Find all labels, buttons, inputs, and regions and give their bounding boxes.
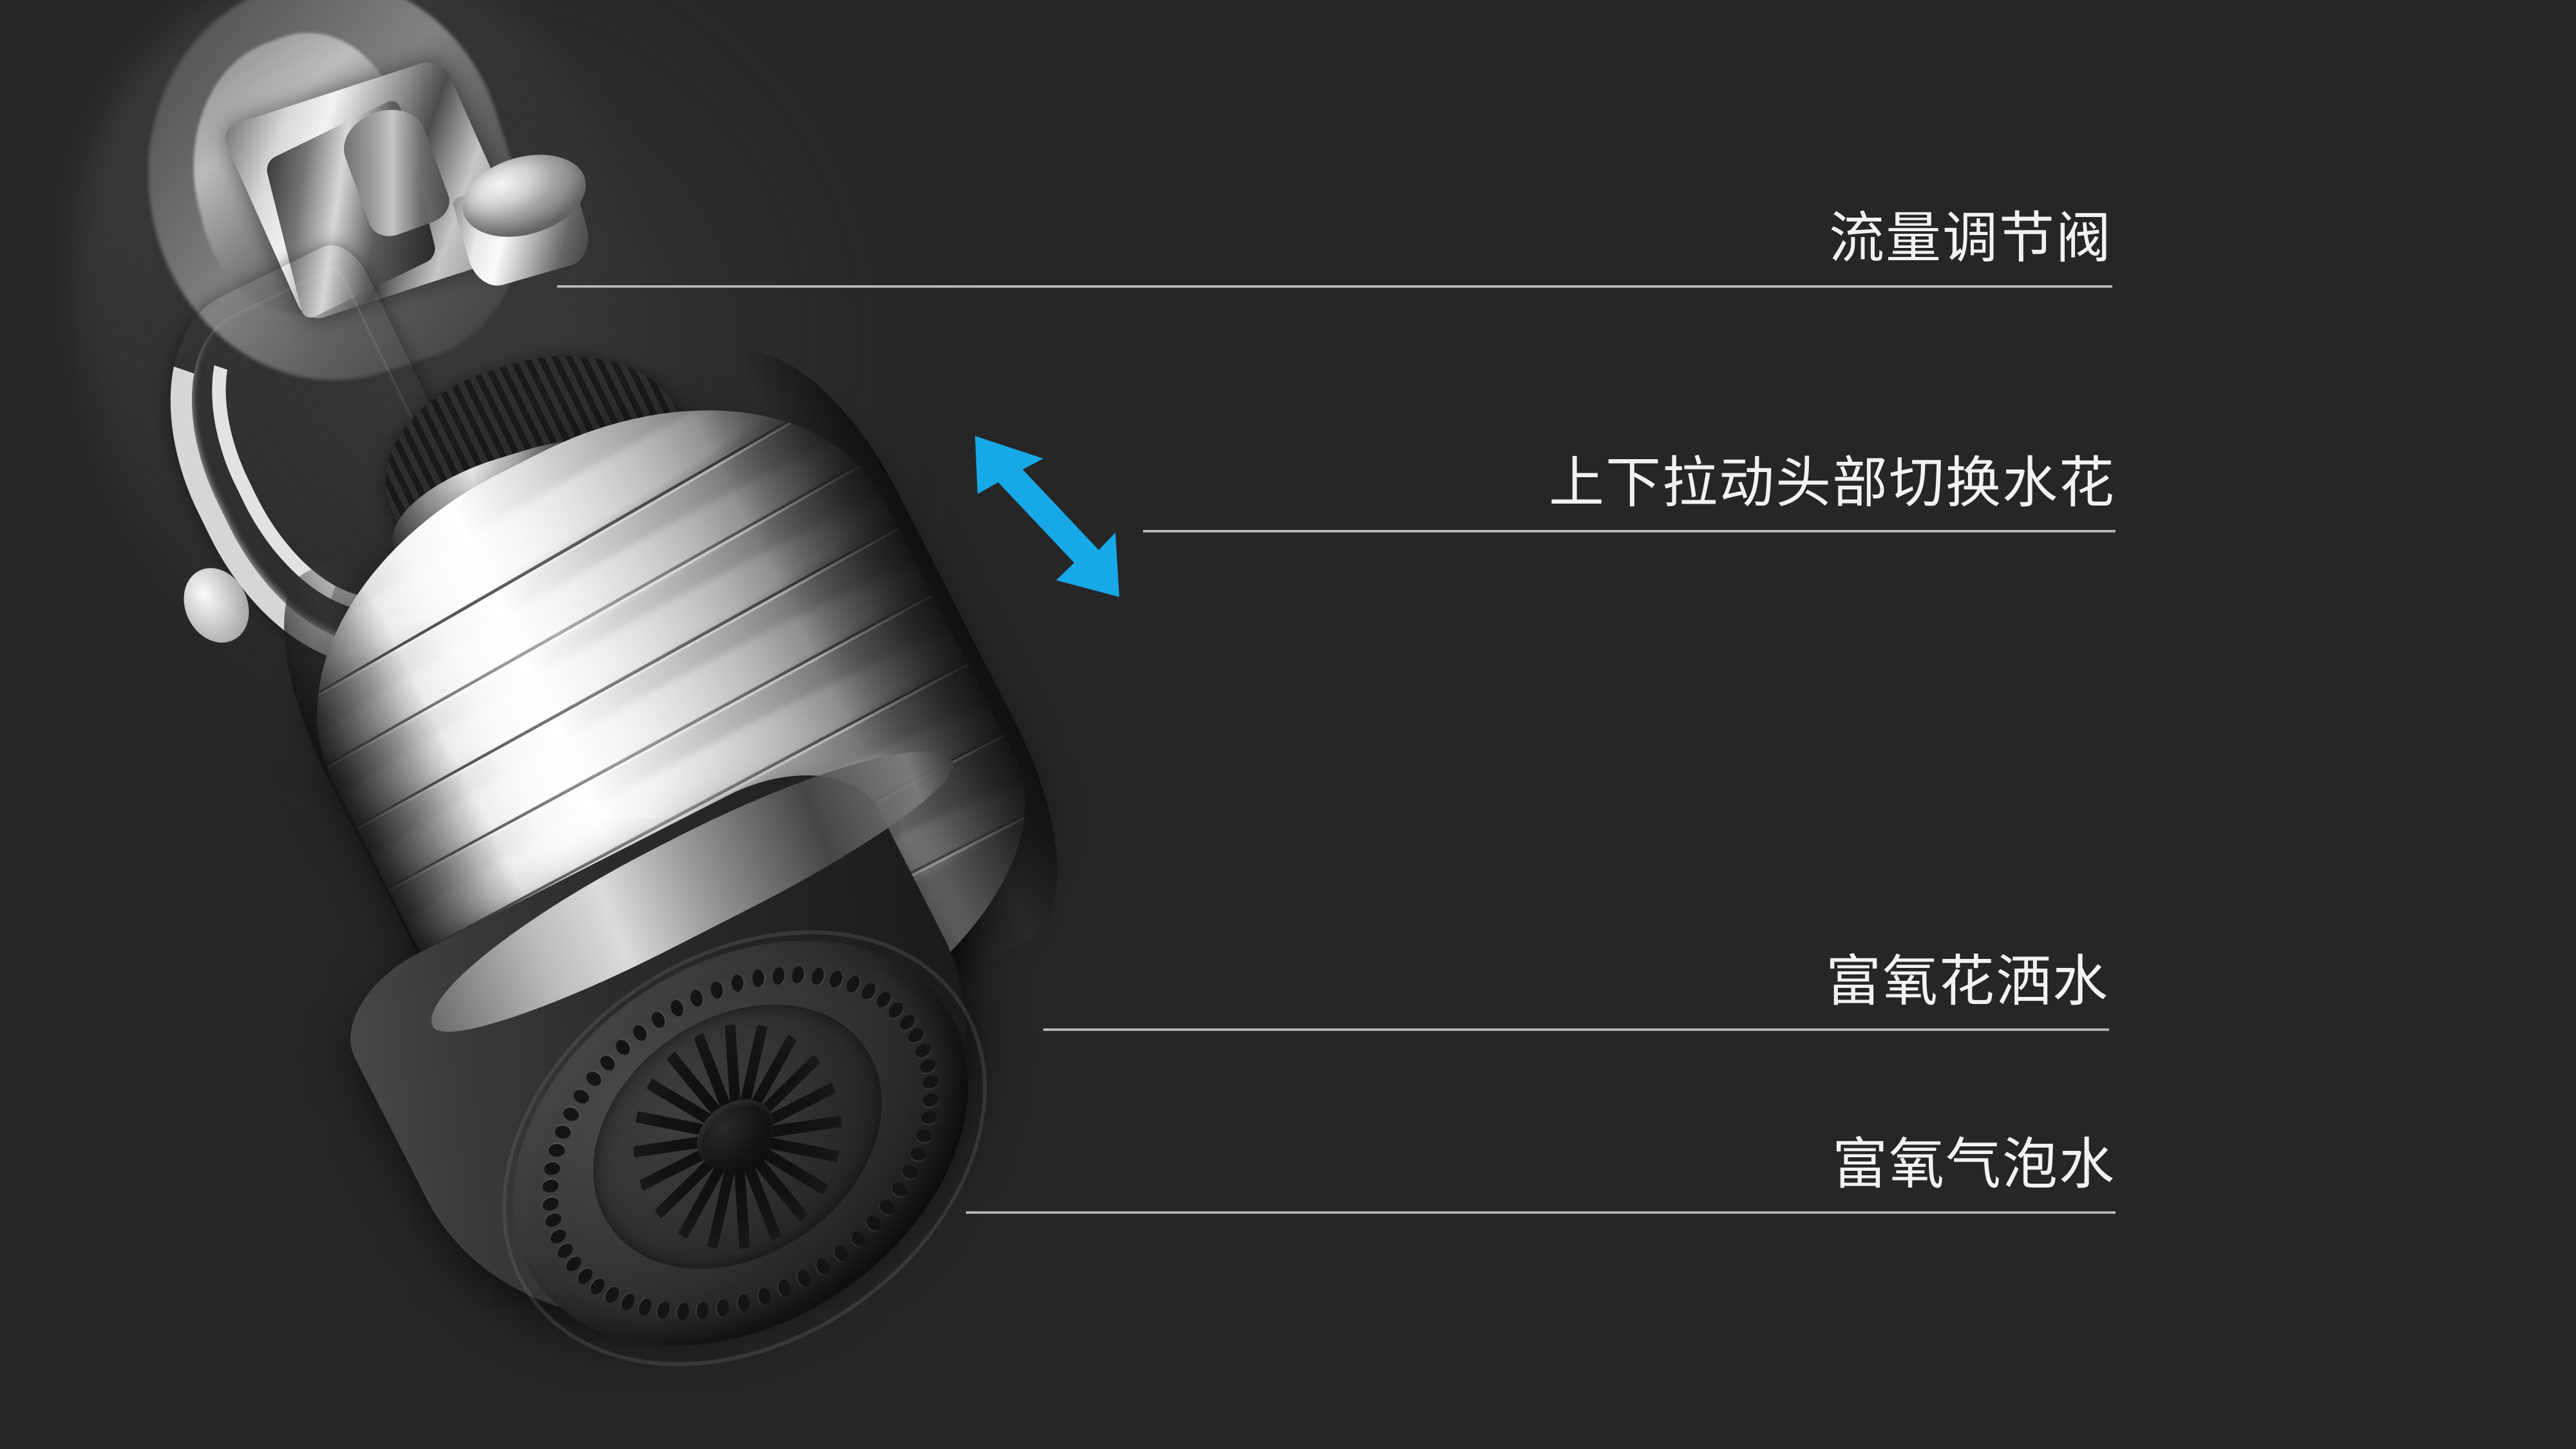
nozzle-hole (655, 1300, 672, 1321)
callout-leader-line-pull-to-switch (1143, 530, 2116, 533)
nozzle-hole (814, 1255, 833, 1278)
nozzle-hole (618, 1291, 638, 1313)
nozzle-hole (630, 1022, 650, 1044)
nozzle-hole (831, 1242, 851, 1264)
nozzle-hole (717, 1298, 729, 1317)
nozzle-hole (920, 1111, 938, 1124)
nozzle-hole (636, 1296, 654, 1318)
nozzle-hole (776, 1277, 793, 1299)
nozzle-hole (877, 1197, 898, 1217)
callout-label-oxygen-bubble-water: 富氧气泡水 (1832, 1133, 2116, 1195)
callout-label-oxygen-shower-water: 富氧花洒水 (1826, 951, 2109, 1012)
nozzle-hole (542, 1195, 560, 1212)
nozzle-hole (561, 1105, 581, 1123)
nozzle-hole (583, 1069, 604, 1090)
pull-direction-arrow-icon (975, 436, 1119, 597)
nozzle-hole (587, 1275, 608, 1298)
nozzle-hole (613, 1036, 633, 1058)
nozzle-hole (918, 1057, 938, 1075)
nozzle-hole (864, 1213, 884, 1234)
nozzle-hole (922, 1092, 940, 1108)
nozzle-hole (795, 1267, 813, 1289)
nozzle-hole (906, 1025, 926, 1046)
nozzle-hole (696, 1302, 710, 1320)
nozzle-hole (544, 1211, 563, 1229)
callout-leader-line-oxygen-shower-water (1043, 1028, 2109, 1031)
callout-leader-line-oxygen-bubble-water (966, 1211, 2116, 1214)
nozzle-hole (756, 1286, 772, 1307)
nozzle-hole (913, 1040, 933, 1060)
nozzle-hole (675, 1302, 690, 1321)
callout-label-pull-to-switch: 上下拉动头部切换水花 (1549, 452, 2116, 514)
nozzle-hole (571, 1086, 592, 1106)
callout-label-flow-valve: 流量调节阀 (1829, 207, 2112, 269)
nozzle-hole (602, 1284, 622, 1306)
nozzle-hole (848, 1228, 868, 1250)
nozzle-hole (597, 1052, 618, 1074)
nozzle-hole (921, 1074, 940, 1091)
callout-leader-line-flow-valve (557, 285, 2112, 288)
nozzle-hole (737, 1293, 751, 1313)
nozzle-hole (649, 1009, 667, 1031)
nozzle-hole (548, 1226, 568, 1246)
